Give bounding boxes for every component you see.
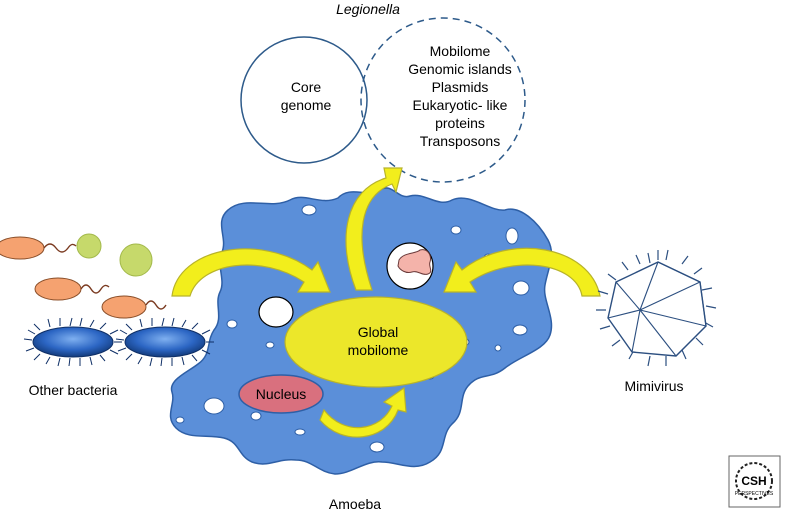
vacuole xyxy=(301,204,317,216)
vacuole xyxy=(512,280,530,296)
nucleus-label: Nucleus xyxy=(256,386,307,402)
logo-line2: PERSPECTIVES xyxy=(735,491,774,497)
vacuoles xyxy=(175,204,530,453)
other-bacteria xyxy=(0,233,214,367)
arrow-to-legionella xyxy=(345,167,403,291)
nucleus xyxy=(238,374,324,414)
arrow-from-mimivirus xyxy=(443,247,601,297)
mobilome-line-5: proteins xyxy=(435,115,485,131)
vacuole xyxy=(450,225,462,235)
orange-bacterium xyxy=(0,236,77,260)
core-label-line1: Core xyxy=(291,79,322,95)
green-coccus xyxy=(76,233,102,259)
arrow-nucleus-to-mobilome xyxy=(319,386,407,438)
vacuole xyxy=(175,416,185,424)
core-label-line2: genome xyxy=(281,97,332,113)
other-bacteria-label: Other bacteria xyxy=(29,382,118,398)
green-coccus xyxy=(119,243,153,277)
global-mobilome-ellipse xyxy=(284,296,468,388)
mobilome-line-2: Genomic islands xyxy=(408,61,512,77)
global-mobilome-line2: mobilome xyxy=(348,342,409,358)
vacuole xyxy=(250,411,262,421)
orange-bacterium xyxy=(34,277,110,301)
core-genome-circle xyxy=(240,36,368,164)
vacuole xyxy=(494,344,502,352)
vacuole xyxy=(226,319,238,329)
arrow-from-bacteria xyxy=(171,248,331,297)
vacuole xyxy=(512,324,528,336)
legionella-particle xyxy=(397,249,432,275)
logo-line1: CSH xyxy=(741,474,766,488)
orange-bacterium xyxy=(101,295,167,319)
mobilome-line-6: Transposons xyxy=(420,133,500,149)
mimivirus xyxy=(596,249,717,367)
blue-rod-bacterium xyxy=(115,317,214,367)
global-mobilome-line1: Global xyxy=(358,324,398,340)
vacuole xyxy=(369,441,385,453)
mimivirus-label: Mimivirus xyxy=(624,378,683,394)
vacuole xyxy=(203,397,225,415)
mobilome-line-3: Plasmids xyxy=(432,79,489,95)
mobilome-line-4: Eukaryotic- like xyxy=(413,97,508,113)
mobilome-line-1: Mobilome xyxy=(430,43,491,59)
transfer-arrows xyxy=(171,167,601,438)
blue-rod-bacterium xyxy=(23,317,122,367)
large-vacuole xyxy=(258,296,294,328)
legionella-title: Legionella xyxy=(336,1,400,17)
mobilome-circle xyxy=(360,17,526,183)
amoeba-label: Amoeba xyxy=(329,496,381,512)
venn-diagram: Core genome Mobilome Genomic islands Pla… xyxy=(240,17,526,183)
vacuole xyxy=(505,227,519,245)
csh-perspectives-logo: CSH PERSPECTIVES xyxy=(728,455,781,508)
vacuole xyxy=(294,428,306,436)
vacuole xyxy=(265,341,275,349)
